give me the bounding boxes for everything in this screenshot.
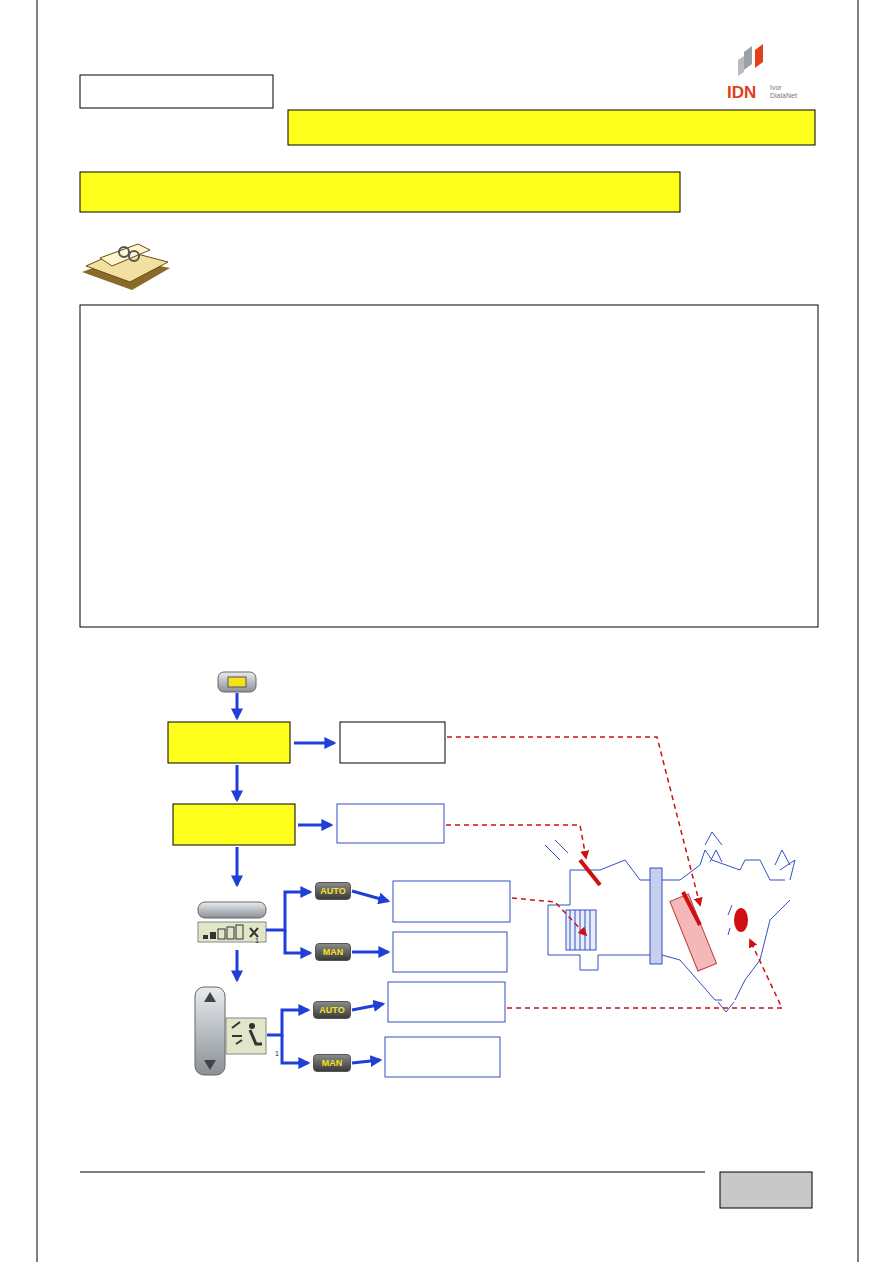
callout-number: 1: [255, 937, 259, 944]
mode-label: AUTO: [319, 1006, 344, 1015]
page-frame: [37, 0, 858, 1262]
hvac-flaps: [580, 860, 748, 971]
callout-number: 1: [275, 1050, 279, 1057]
mode-button: AUTO: [313, 1001, 351, 1019]
logo-mark: [738, 44, 763, 76]
flow-boxes: [168, 672, 510, 1077]
logo-subtext: DialaNet: [770, 92, 797, 99]
mode-label: AUTO: [320, 887, 345, 896]
control-leaders: [446, 737, 782, 1008]
mode-label: MAN: [323, 948, 344, 957]
logo-subtext: Ivor: [770, 84, 782, 91]
mode-label: MAN: [322, 1059, 343, 1068]
hvac-sketch: [545, 832, 795, 1012]
fan-icon: [198, 902, 266, 942]
flow-arrows: [237, 693, 388, 1063]
logo-text: IDN: [727, 84, 756, 101]
mode-button: MAN: [315, 943, 351, 961]
mode-button: MAN: [313, 1054, 351, 1072]
notebook-icon: [82, 244, 170, 290]
distribution-icon: [195, 987, 266, 1075]
mode-button: AUTO: [315, 882, 351, 900]
